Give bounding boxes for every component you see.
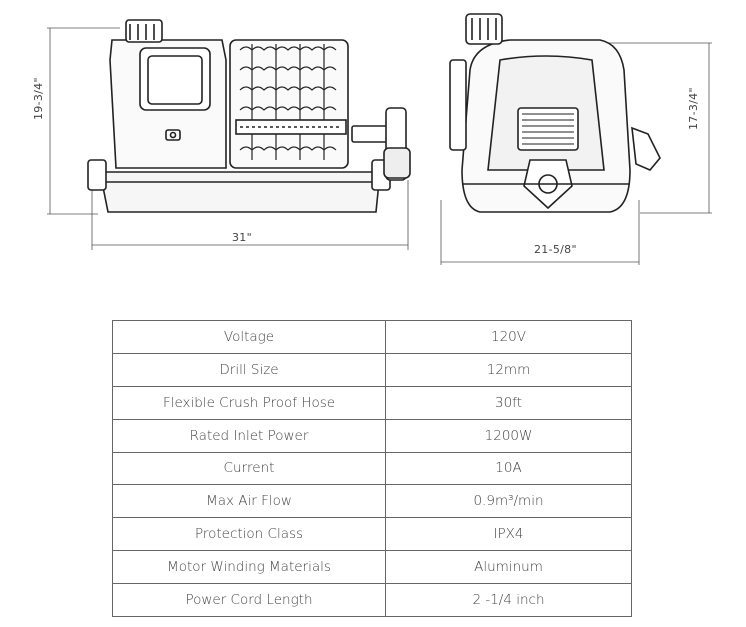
spec-value: IPX4	[385, 517, 632, 552]
table-row: Max Air Flow 0.9m³/min	[112, 484, 632, 519]
spec-label: Power Cord Length	[112, 583, 386, 617]
spec-label: Rated Inlet Power	[112, 418, 386, 453]
spec-value: 2 -1/4 inch	[385, 583, 632, 617]
spec-value: 1200W	[385, 418, 632, 453]
side-height-dimension: 19-3/4"	[32, 77, 45, 120]
product-drawings	[47, 13, 712, 265]
spec-label: Max Air Flow	[112, 484, 386, 519]
spec-value: 12mm	[385, 352, 632, 387]
spec-value: 0.9m³/min	[385, 484, 632, 519]
specifications-table: Voltage 120V Drill Size 12mm Flexible Cr…	[112, 320, 632, 617]
table-row: Current 10A	[112, 451, 632, 486]
spec-label: Protection Class	[112, 517, 386, 552]
front-height-dimension: 17-3/4"	[687, 87, 700, 130]
spec-label: Motor Winding Materials	[112, 550, 386, 584]
spec-value: 10A	[385, 451, 632, 486]
table-row: Rated Inlet Power 1200W	[112, 418, 632, 453]
spec-value: 120V	[385, 320, 632, 354]
table-row: Flexible Crush Proof Hose 30ft	[112, 385, 632, 420]
side-width-dimension: 31"	[232, 231, 252, 244]
spec-label: Flexible Crush Proof Hose	[112, 385, 386, 420]
table-row: Power Cord Length 2 -1/4 inch	[112, 583, 632, 617]
spec-label: Drill Size	[112, 352, 386, 387]
table-row: Motor Winding Materials Aluminum	[112, 550, 632, 584]
table-row: Protection Class IPX4	[112, 517, 632, 552]
spec-value: 30ft	[385, 385, 632, 420]
spec-value: Aluminum	[385, 550, 632, 584]
spec-label: Current	[112, 451, 386, 486]
spec-label: Voltage	[112, 320, 386, 354]
side-view-drawing	[47, 19, 411, 250]
front-width-dimension: 21-5/8"	[534, 243, 577, 256]
table-row: Drill Size 12mm	[112, 352, 632, 387]
table-row: Voltage 120V	[112, 320, 632, 354]
front-view-drawing	[440, 13, 712, 265]
